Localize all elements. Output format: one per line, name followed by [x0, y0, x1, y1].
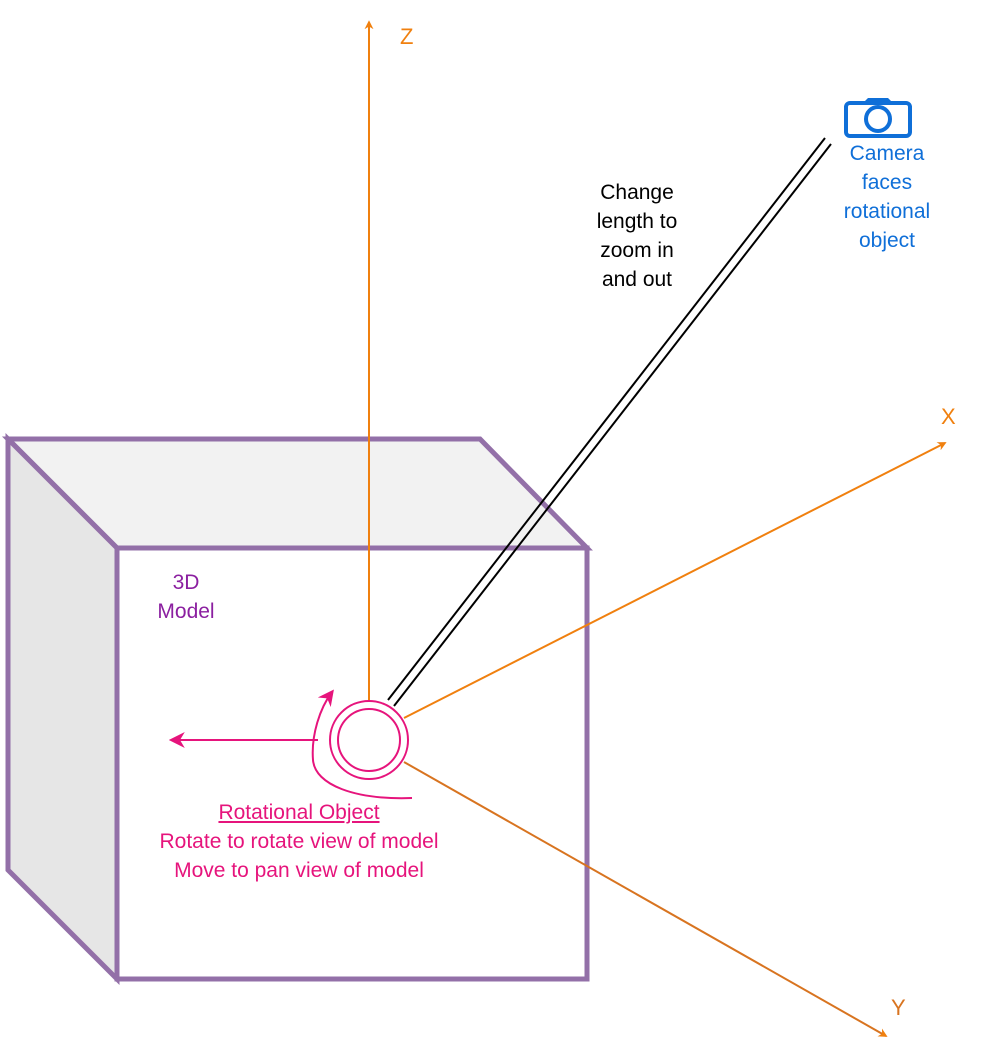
- camera-caption-line-2: faces: [861, 171, 913, 194]
- x-axis: [403, 442, 947, 719]
- y-axis: [403, 761, 888, 1037]
- model-label-line-1: 3D: [172, 571, 200, 594]
- zoom-note-line-3: zoom in: [600, 239, 674, 262]
- zoom-note-line-1: Change: [600, 181, 674, 204]
- y-axis-label: Y: [891, 995, 906, 1020]
- rotational-object-caption: Rotational Object Rotate to rotate view …: [128, 798, 470, 885]
- zoom-note-line-2: length to: [596, 210, 678, 233]
- rotational-object-line-2: Move to pan view of model: [174, 859, 424, 882]
- rotational-object-line-1: Rotate to rotate view of model: [159, 830, 439, 853]
- zoom-note: Change length to zoom in and out: [577, 178, 697, 294]
- x-axis-label: X: [941, 404, 956, 429]
- zoom-note-line-4: and out: [601, 268, 673, 291]
- rotational-object[interactable]: [329, 700, 409, 780]
- model-cube: [1, 432, 593, 986]
- camera-line: [387, 137, 832, 707]
- rotate-arrow: [311, 689, 413, 800]
- camera-caption-line-3: rotational: [843, 200, 931, 223]
- model-label: 3D Model: [141, 568, 231, 626]
- camera-caption-line-4: object: [858, 229, 916, 252]
- model-label-line-2: Model: [157, 600, 215, 623]
- z-axis-label: Z: [400, 24, 414, 49]
- camera-caption-line-1: Camera: [849, 142, 925, 165]
- camera-icon: [844, 98, 912, 138]
- rotational-object-title: Rotational Object: [218, 801, 380, 824]
- camera-caption: Camera faces rotational object: [826, 139, 948, 255]
